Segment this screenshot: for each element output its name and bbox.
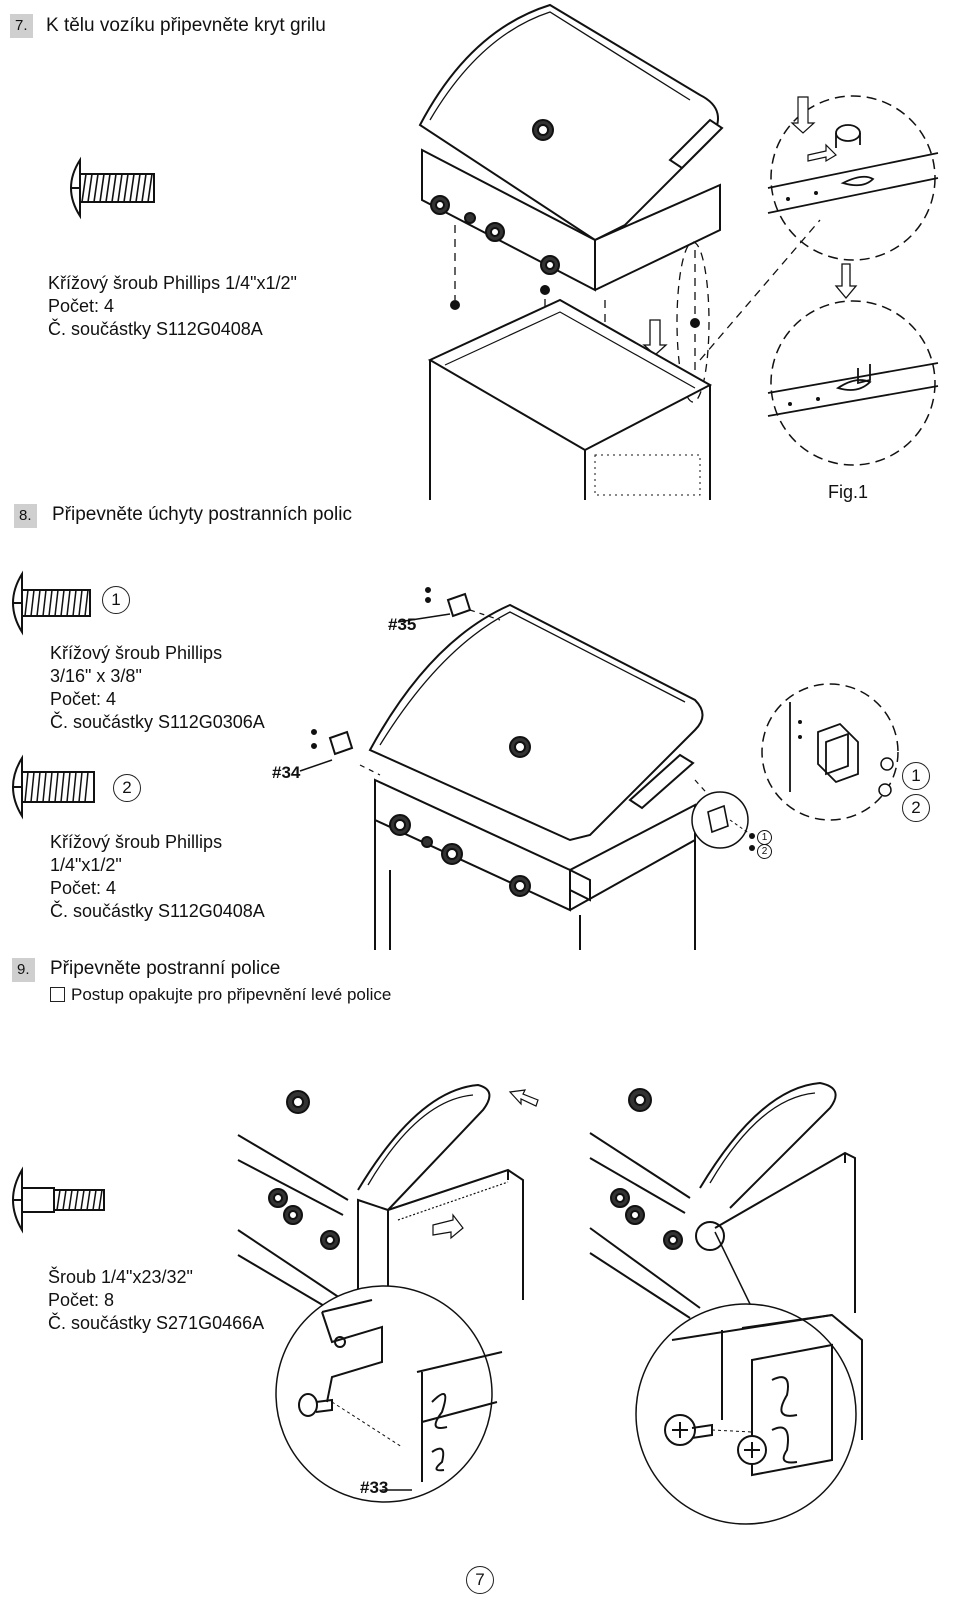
step-8-screw1-spec: Křížový šroub Phillips 3/16" x 3/8" Poče…: [50, 642, 265, 734]
detail-marker-2: 2: [902, 794, 930, 822]
screw-name: Křížový šroub Phillips: [50, 832, 223, 852]
screw-name: Křížový šroub Phillips 1/4"x1/2": [48, 273, 297, 293]
detail-circle-bottom: [767, 300, 939, 466]
part-label-34: #34: [272, 763, 301, 782]
screw-qty: Počet: 8: [48, 1290, 115, 1310]
screw-size: 1/4"x1/2": [50, 855, 122, 875]
detail-zoom-circle-left: [275, 1285, 503, 1503]
fig-label: Fig.1: [828, 482, 869, 502]
step-9-screw-spec: Šroub 1/4"x23/32" Počet: 8 Č. součástky …: [48, 1266, 264, 1335]
screw-qty: Počet: 4: [48, 296, 115, 316]
screw-size: 3/16" x 3/8": [50, 666, 142, 686]
screw-qty: Počet: 4: [50, 878, 117, 898]
detail-circle-top: [767, 95, 939, 261]
phillips-screw-icon: [70, 156, 155, 220]
side-shelf-attach-illustration-right: [589, 1081, 856, 1319]
screw-marker-2: 2: [113, 774, 141, 802]
step-9-note: Postup opakujte pro připevnění levé poli…: [50, 985, 391, 1005]
step-9-number: 9.: [12, 958, 35, 982]
connector-line: [714, 1231, 751, 1305]
bracket-detail-circle: [761, 683, 899, 821]
part-label-35: #35: [388, 615, 417, 634]
screw-part-number: Č. součástky S112G0408A: [48, 319, 263, 339]
screw-part-number: Č. součástky S112G0306A: [50, 712, 265, 732]
screw-name: Křížový šroub Phillips: [50, 643, 223, 663]
screw-name: Šroub 1/4"x23/32": [48, 1267, 193, 1287]
bracket-detail-small: [691, 791, 755, 851]
step-7-title: K tělu vozíku připevněte kryt grilu: [46, 15, 326, 36]
step-9-title: Připevněte postranní police: [50, 958, 281, 979]
phillips-screw-icon: [12, 570, 91, 636]
detail-down-arrow-icon: [834, 263, 858, 300]
screw-marker-1: 1: [102, 586, 130, 614]
step-7-number: 7.: [10, 14, 33, 38]
side-shelf-bracket-illustration: [299, 587, 741, 950]
shoulder-screw-icon: [12, 1166, 105, 1234]
checkbox-icon: [50, 987, 65, 1002]
page-number: 7: [466, 1566, 494, 1594]
screw-part-number: Č. součástky S112G0408A: [50, 901, 265, 921]
grill-head-to-cart-illustration: [418, 3, 724, 500]
step-9-note-text: Postup opakujte pro připevnění levé poli…: [71, 985, 392, 1004]
detail-marker-1: 1: [902, 762, 930, 790]
small-marker-2: 2: [757, 844, 772, 859]
side-shelf-attach-illustration-left: [237, 1083, 539, 1321]
step-8-number: 8.: [14, 504, 37, 528]
screw-qty: Počet: 4: [50, 689, 117, 709]
part-label-33: #33: [360, 1478, 389, 1497]
step-8-screw2-spec: Křížový šroub Phillips 1/4"x1/2" Počet: …: [50, 831, 265, 923]
phillips-screw-icon: [12, 754, 95, 820]
step-8-title: Připevněte úchyty postranních polic: [52, 504, 352, 525]
screw-part-number: Č. součástky S271G0466A: [48, 1313, 265, 1333]
step-7-screw-spec: Křížový šroub Phillips 1/4"x1/2" Počet: …: [48, 272, 297, 341]
connector-dashes: [699, 219, 821, 361]
detail-zoom-circle-right: [635, 1303, 863, 1525]
small-marker-1: 1: [757, 830, 772, 845]
